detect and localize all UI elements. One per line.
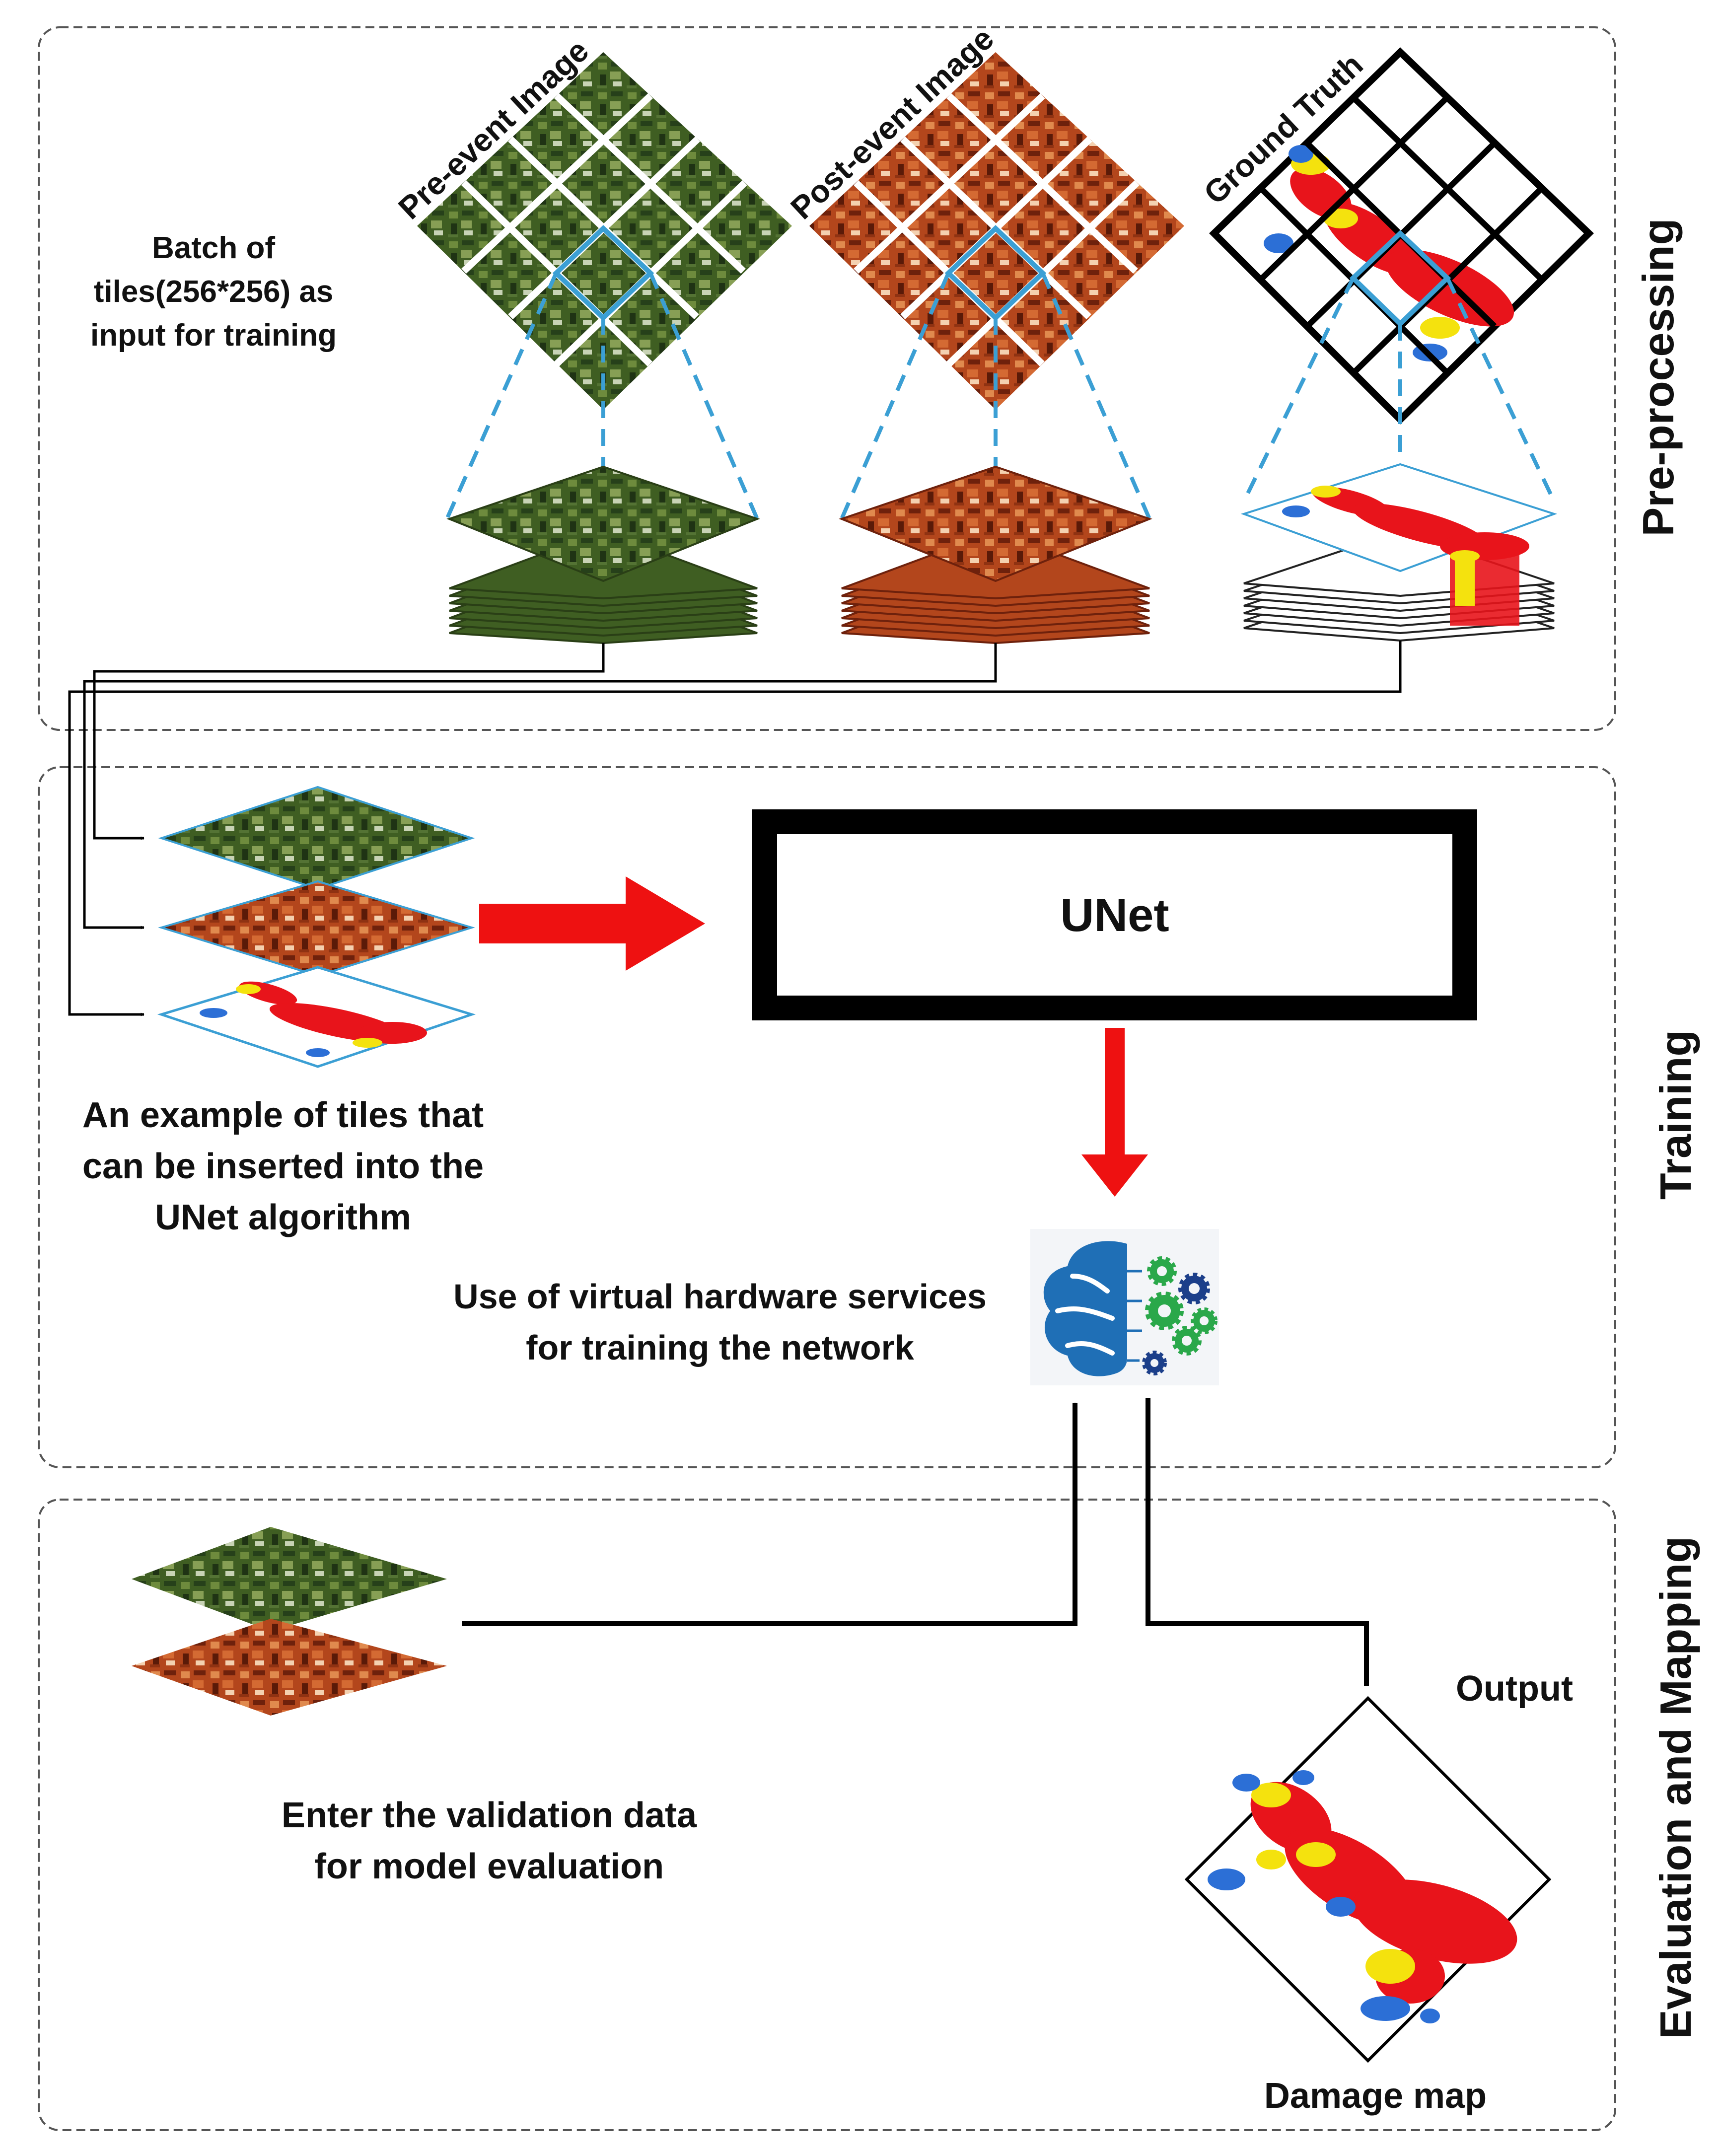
- preprocessing-frame: [38, 26, 1616, 731]
- example-ground-truth-tile: [157, 966, 476, 1068]
- validation-caption: Enter the validation data for model eval…: [282, 1796, 697, 1886]
- validation-caption-line-2: for model evaluation: [314, 1847, 664, 1886]
- validation-tiles: [132, 1527, 447, 1716]
- evaluation-flow-lines: [462, 1398, 1369, 1686]
- gear-icons: [1142, 1256, 1218, 1375]
- evaluation-frame: [38, 1499, 1616, 2131]
- batch-caption: Batch of tiles(256*256) as input for tra…: [90, 231, 337, 353]
- section-title-evaluation: Evaluation and Mapping: [1651, 1536, 1700, 2039]
- tiles-caption-line-3: UNet algorithm: [155, 1198, 411, 1237]
- section-frames: [38, 26, 1616, 2131]
- connector-lines: [68, 641, 1402, 1016]
- hardware-caption-line-1: Use of virtual hardware services: [453, 1277, 987, 1316]
- damage-map-label: Damage map: [1264, 2076, 1487, 2116]
- projection-lines: [445, 272, 1556, 520]
- example-tiles: [157, 786, 476, 1068]
- damage-map-diamond: [1184, 1696, 1552, 2063]
- input-arrow: [479, 876, 705, 971]
- tiles-caption-line-1: An example of tiles that: [82, 1095, 484, 1135]
- ground-truth-diamond: Ground Truth: [1197, 47, 1594, 425]
- pre-event-tile-stack: [446, 465, 760, 645]
- batch-caption-line-1: Batch of: [152, 231, 275, 265]
- section-title-training: Training: [1651, 1030, 1700, 1200]
- output-label: Output: [1456, 1669, 1573, 1709]
- unet-label: UNet: [1060, 889, 1169, 941]
- post-event-tile-stack: [839, 465, 1152, 645]
- section-title-preprocessing: Pre-processing: [1634, 218, 1683, 537]
- pre-event-image-diamond: Pre-event Image: [391, 32, 792, 410]
- training-frame: [38, 766, 1616, 1468]
- post-event-image-diamond: Post-event Image: [784, 20, 1184, 410]
- ai-brain-gears-icon: [1030, 1229, 1219, 1385]
- unet-box: UNet: [752, 809, 1477, 1020]
- batch-caption-line-2: tiles(256*256) as: [94, 275, 334, 309]
- validation-caption-line-1: Enter the validation data: [282, 1796, 697, 1835]
- tiles-caption-line-2: can be inserted into the: [82, 1147, 484, 1186]
- hardware-caption: Use of virtual hardware services for tra…: [453, 1277, 987, 1367]
- tiles-caption: An example of tiles that can be inserted…: [82, 1095, 484, 1237]
- hardware-caption-line-2: for training the network: [526, 1328, 914, 1367]
- ground-truth-tile-stack: [1240, 463, 1558, 642]
- unet-to-hardware-arrow: [1081, 1028, 1148, 1197]
- batch-caption-line-3: input for training: [90, 318, 337, 353]
